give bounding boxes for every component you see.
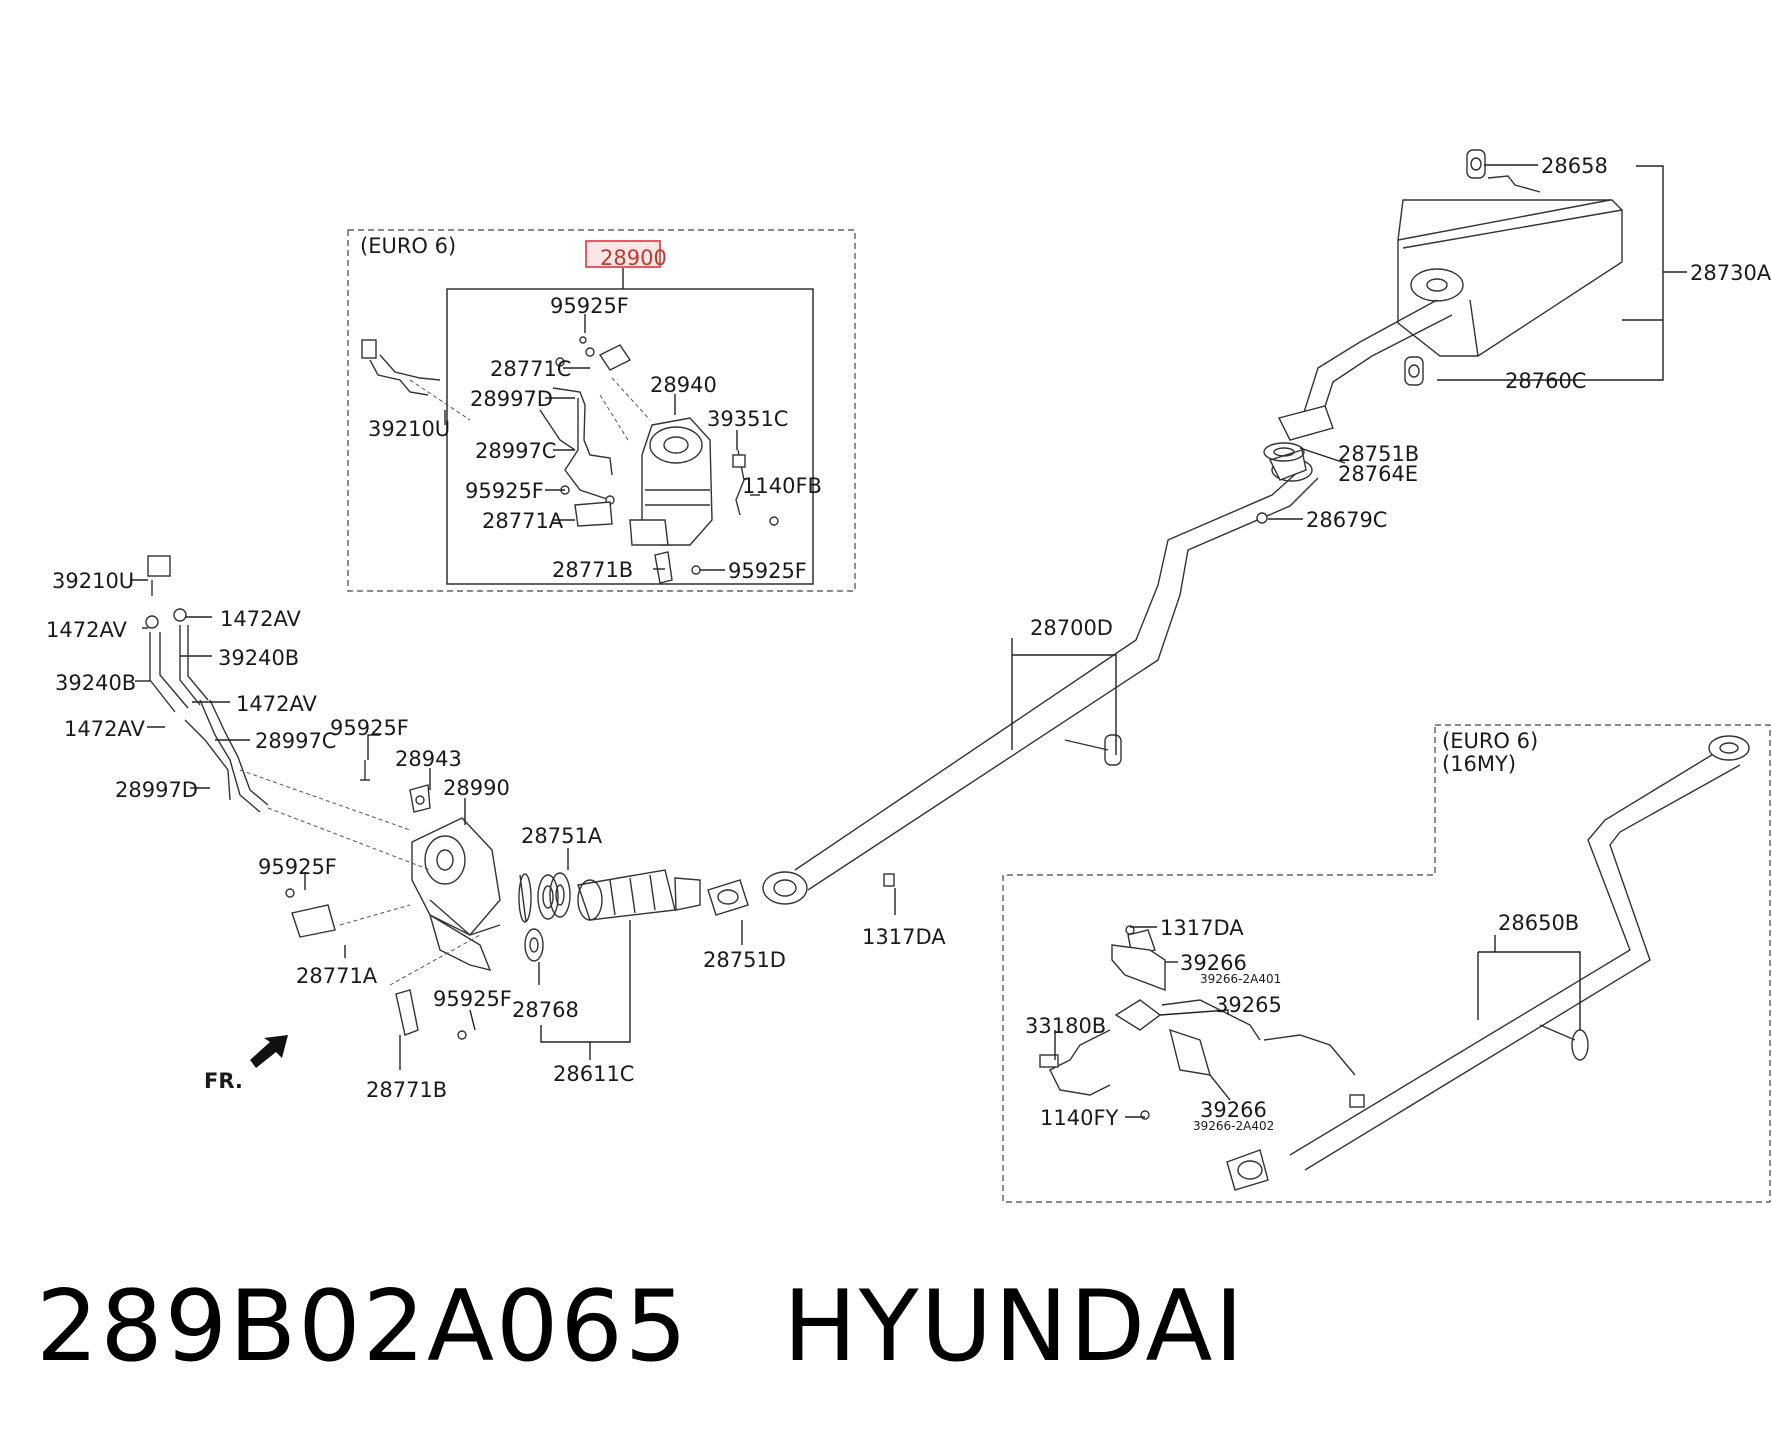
hanger-28768	[524, 928, 544, 962]
label-28997D: 28997D	[115, 778, 198, 802]
label-28751B: 28751B	[1338, 442, 1419, 466]
highlight-28900	[585, 240, 661, 268]
nox-sensor-module-39265	[1039, 925, 1365, 1120]
label-33180B: 33180B	[1025, 1014, 1106, 1038]
front-catalytic-converter-28990	[411, 817, 501, 972]
label-1140FB: 1140FB	[742, 474, 822, 498]
part-number-caption: 289B02A065 HYUNDAI	[36, 1270, 1245, 1384]
label-1472AV-d: 1472AV	[64, 717, 145, 741]
label-1472AV-a: 1472AV	[46, 618, 127, 642]
front-pipe-28650B	[1226, 735, 1750, 1191]
label-28771A: 28771A	[296, 964, 378, 988]
label-95925F-euro6-c: 95925F	[728, 559, 807, 583]
bracket-39266-upper	[1111, 944, 1166, 992]
euro6-16my-title-line1: (EURO 6)	[1442, 729, 1538, 753]
label-39240B-right: 39240B	[218, 646, 299, 670]
gasket-28751B	[1263, 442, 1305, 462]
label-28650B: 28650B	[1498, 911, 1579, 935]
label-28771C: 28771C	[490, 357, 571, 381]
label-39266-lower: 39266	[1200, 1098, 1267, 1122]
bracket-28771A-euro6	[560, 485, 613, 527]
label-28611C: 28611C	[553, 1062, 634, 1086]
label-28943: 28943	[395, 747, 462, 771]
leader-lines	[130, 164, 1687, 1118]
label-39266-upper-sub: 39266-2A401	[1200, 972, 1281, 986]
label-1472AV-c: 1472AV	[236, 692, 317, 716]
label-95925F-b: 95925F	[258, 855, 337, 879]
euro6-group-frame	[347, 229, 856, 592]
label-1140FY: 1140FY	[1040, 1106, 1119, 1130]
label-28700D: 28700D	[1030, 616, 1113, 640]
label-28679C: 28679C	[1306, 508, 1387, 532]
label-95925F-euro6-a: 95925F	[550, 294, 629, 318]
label-28771B: 28771B	[366, 1078, 447, 1102]
part-labels: (EURO 6) 28900 (EURO 6) (16MY) 28658 287…	[46, 154, 1772, 1133]
label-28771A-euro6: 28771A	[482, 509, 564, 533]
label-95925F-c: 95925F	[433, 987, 512, 1011]
gasket-28751D	[707, 879, 749, 916]
label-28997D-euro6: 28997D	[470, 387, 553, 411]
assembly-28900-frame	[446, 288, 814, 585]
label-95925F-a: 95925F	[330, 716, 409, 740]
bolt-1317DA	[883, 873, 895, 887]
bracket-28771B-front	[389, 934, 481, 1040]
label-1472AV-b: 1472AV	[220, 607, 301, 631]
label-28771B-euro6: 28771B	[552, 558, 633, 582]
hanger-rubber-28658	[1466, 149, 1541, 193]
label-28751D: 28751D	[703, 948, 786, 972]
label-28764E: 28764E	[1338, 462, 1418, 486]
euro6-16my-title-line2: (16MY)	[1442, 752, 1516, 776]
label-39265: 39265	[1215, 993, 1282, 1017]
label-28940: 28940	[650, 373, 717, 397]
front-direction-arrow-icon	[250, 1035, 288, 1068]
euro6-16my-group-frame	[1002, 724, 1771, 1203]
label-28997C: 28997C	[255, 729, 336, 753]
label-95925F-euro6-b: 95925F	[465, 479, 544, 503]
label-1317DA-16my: 1317DA	[1160, 916, 1244, 940]
o2-sensor-harness-euro6	[361, 339, 651, 505]
center-pipe-28700D	[762, 449, 1319, 905]
bracket-28771A-front	[285, 888, 411, 938]
assembly-label-28900[interactable]: 28900	[600, 246, 667, 270]
nut-28679C	[1256, 512, 1268, 524]
label-39266-lower-sub: 39266-2A402	[1193, 1119, 1274, 1133]
bracket-39351C	[732, 449, 779, 526]
oxygen-sensor-harness-left	[145, 555, 431, 871]
hanger-rubber-28760C	[1404, 356, 1424, 386]
label-28751A: 28751A	[521, 824, 603, 848]
label-28768: 28768	[512, 998, 579, 1022]
label-39351C: 39351C	[707, 407, 788, 431]
label-28760C: 28760C	[1505, 369, 1586, 393]
label-39210U-euro6: 39210U	[368, 417, 450, 441]
label-28997C-euro6: 28997C	[475, 439, 556, 463]
euro6-group-title: (EURO 6)	[360, 234, 456, 258]
label-28730A: 28730A	[1690, 261, 1772, 285]
brand-name: HYUNDAI	[783, 1270, 1246, 1384]
bracket-28771B-euro6	[654, 551, 701, 584]
cat-converter-28940	[629, 417, 713, 546]
rear-muffler	[1277, 199, 1623, 441]
label-39240B-left: 39240B	[55, 671, 136, 695]
label-39266-upper: 39266	[1180, 951, 1247, 975]
bracket-28943	[360, 760, 431, 813]
gasket-28751A	[537, 874, 559, 920]
bracket-28771C	[579, 336, 632, 371]
label-39210U: 39210U	[52, 569, 134, 593]
label-28990: 28990	[443, 776, 510, 800]
label-1317DA: 1317DA	[862, 925, 946, 949]
flex-pipe-28611C	[518, 869, 701, 923]
label-28658: 28658	[1541, 154, 1608, 178]
front-direction-label: FR.	[204, 1069, 243, 1093]
part-number: 289B02A065	[36, 1270, 690, 1384]
